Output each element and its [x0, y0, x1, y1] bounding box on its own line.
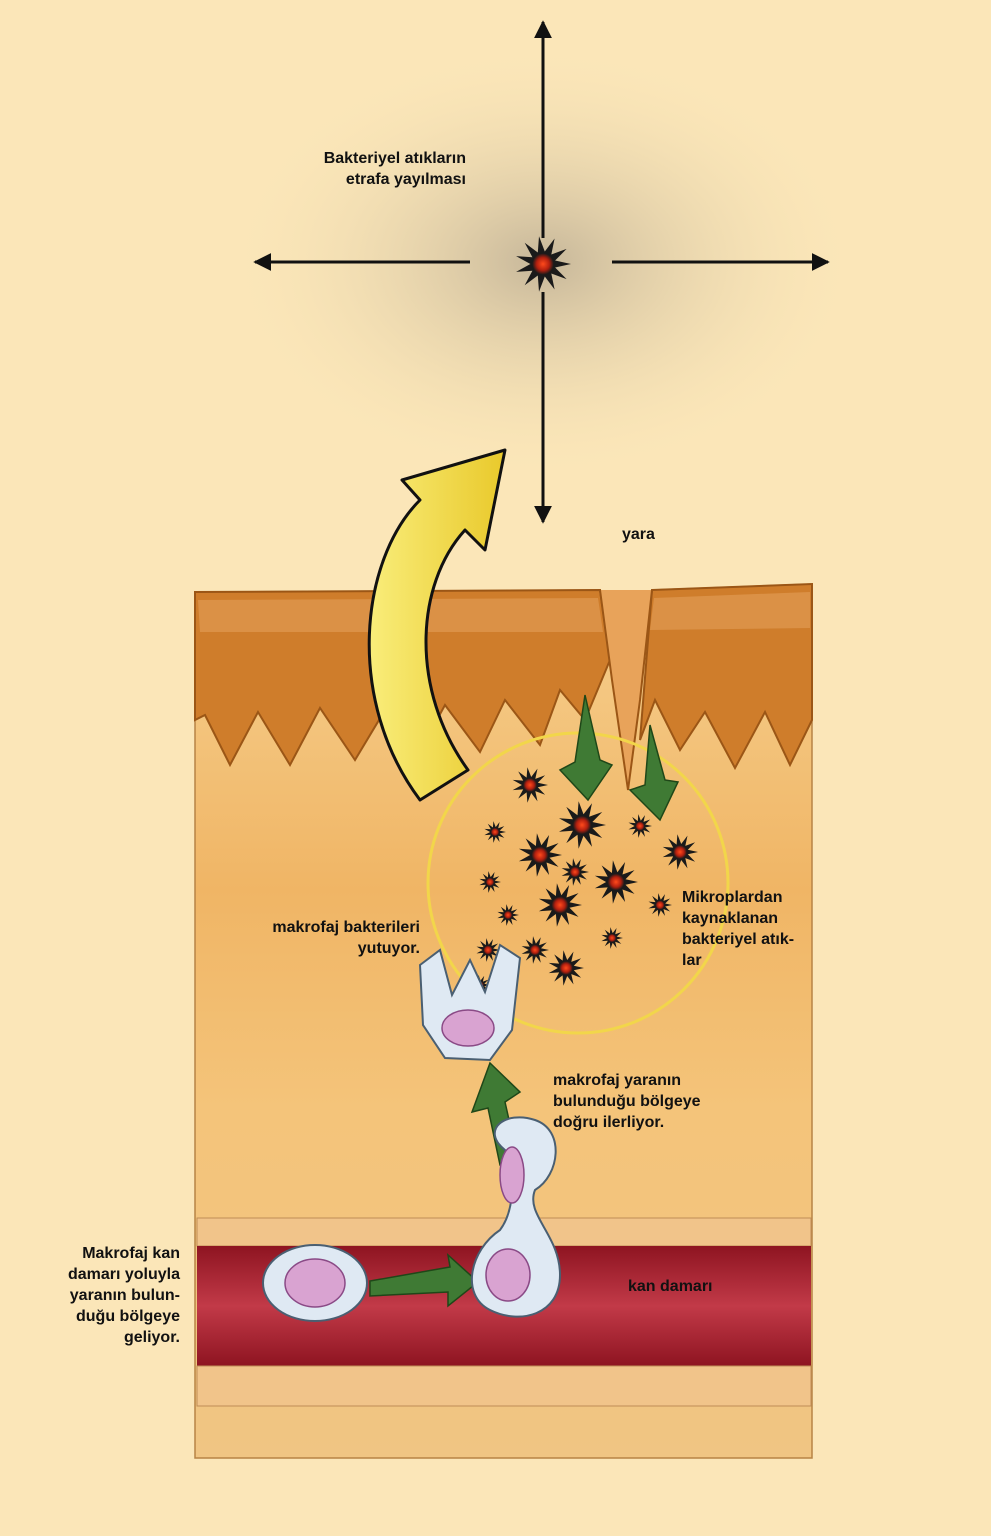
label-line: damarı yoluyla [20, 1264, 180, 1285]
label-line: Bakteriyel atıkların [250, 148, 466, 169]
label-line: Mikroplardan [682, 887, 832, 908]
label-line: yara [622, 524, 702, 545]
label-line: bulunduğu bölgeye [553, 1091, 753, 1112]
macrophage-in-vessel [263, 1245, 367, 1321]
label-vessel: kan damarı [628, 1276, 748, 1297]
label-line: bakteriyel atık- [682, 929, 832, 950]
label-line: yutuyor. [230, 938, 420, 959]
label-line: yaranın bulun- [20, 1285, 180, 1306]
label-wound: yara [622, 524, 702, 545]
epidermis-surface-right [650, 592, 810, 630]
label-line: doğru ilerliyor. [553, 1112, 753, 1133]
nucleus [500, 1147, 524, 1203]
spread-region [223, 22, 863, 522]
label-line: Makrofaj kan [20, 1243, 180, 1264]
label-line: lar [682, 950, 832, 971]
label-line: makrofaj yaranın [553, 1070, 753, 1091]
label-line: kan damarı [628, 1276, 748, 1297]
label-line: duğu bölgeye [20, 1306, 180, 1327]
nucleus [442, 1010, 494, 1046]
label-line: makrofaj bakterileri [230, 917, 420, 938]
label-line: geliyor. [20, 1327, 180, 1348]
label-line: etrafa yayılması [250, 169, 466, 190]
vessel-wall-bottom [197, 1366, 811, 1406]
nucleus [486, 1249, 530, 1301]
label-line: kaynaklanan [682, 908, 832, 929]
nucleus [285, 1259, 345, 1307]
